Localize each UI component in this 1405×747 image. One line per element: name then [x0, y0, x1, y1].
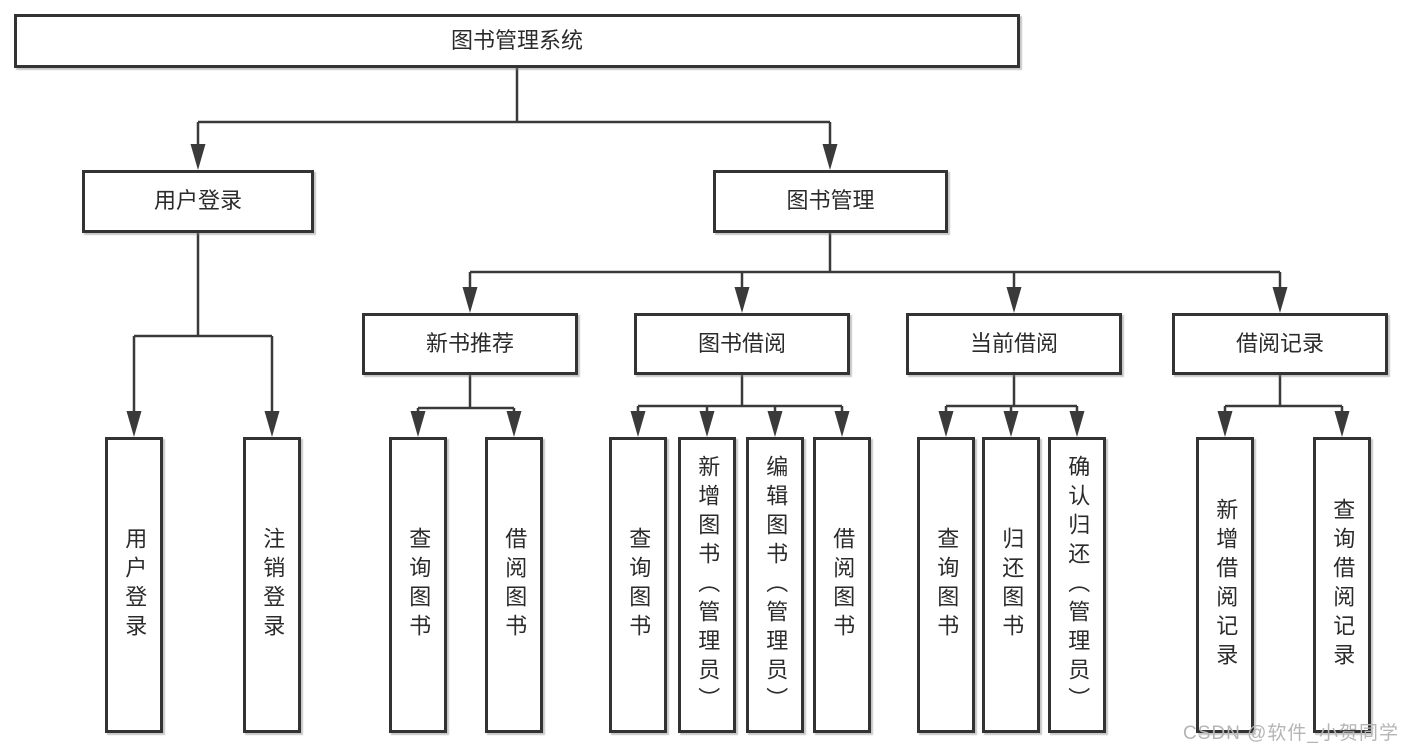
node-label: 借阅图书 — [502, 527, 528, 643]
node-new-book-recommendation: 新书推荐 — [362, 313, 578, 375]
node-user-login: 用户登录 — [82, 170, 314, 233]
arrow-down-icon — [734, 287, 750, 313]
arrow-down-icon — [506, 411, 522, 437]
node-current-borrowing: 当前借阅 — [906, 313, 1122, 375]
node-borrow-books-recommend: 借阅图书 — [485, 437, 543, 733]
node-query-borrow-record: 查询借阅记录 — [1313, 437, 1371, 733]
node-label: 注销登录 — [260, 527, 286, 643]
arrow-down-icon — [630, 411, 646, 437]
arrow-down-icon — [462, 287, 478, 313]
node-confirm-return-admin: 确认归还（管理员） — [1048, 437, 1106, 733]
arrow-down-icon — [1069, 411, 1085, 437]
node-label: 图书管理系统 — [450, 27, 583, 53]
arrow-down-icon — [1334, 411, 1350, 437]
connector-userlogin-to-leaves — [126, 233, 280, 437]
node-label: 查询图书 — [626, 527, 652, 643]
node-query-books-current: 查询图书 — [917, 437, 975, 733]
arrow-down-icon — [1217, 411, 1233, 437]
arrow-down-icon — [938, 411, 954, 437]
node-label: 查询图书 — [934, 527, 960, 643]
connector-current-to-leaves — [938, 375, 1085, 437]
node-query-books-recommend: 查询图书 — [389, 437, 447, 733]
node-label: 编辑图书（管理员） — [763, 454, 789, 716]
node-label: 确认归还（管理员） — [1065, 454, 1091, 716]
arrow-down-icon — [699, 411, 715, 437]
node-return-books: 归还图书 — [982, 437, 1040, 733]
node-add-borrow-record: 新增借阅记录 — [1196, 437, 1254, 733]
arrow-down-icon — [767, 411, 783, 437]
node-label: 借阅图书 — [830, 527, 856, 643]
node-edit-books-admin: 编辑图书（管理员） — [746, 437, 804, 733]
node-label: 查询图书 — [406, 527, 432, 643]
arrow-down-icon — [126, 411, 142, 437]
node-logout: 注销登录 — [243, 437, 301, 733]
node-add-books-admin: 新增图书（管理员） — [678, 437, 736, 733]
node-label: 当前借阅 — [969, 330, 1058, 356]
node-label: 用户登录 — [153, 188, 242, 214]
node-label: 查询借阅记录 — [1330, 498, 1356, 672]
node-label: 图书借阅 — [697, 330, 786, 356]
arrow-down-icon — [264, 411, 280, 437]
csdn-watermark: CSDN @软件_小贺同学 — [1183, 723, 1399, 744]
connector-borrowing-to-leaves — [630, 375, 850, 437]
arrow-down-icon — [1003, 411, 1019, 437]
node-borrowing-records: 借阅记录 — [1172, 313, 1388, 375]
node-label: 新增借阅记录 — [1213, 498, 1239, 672]
node-label: 新增图书（管理员） — [695, 454, 721, 716]
node-book-borrowing: 图书借阅 — [634, 313, 850, 375]
node-borrow-books: 借阅图书 — [813, 437, 871, 733]
arrow-down-icon — [822, 144, 838, 170]
node-label: 图书管理 — [786, 188, 875, 214]
arrow-down-icon — [1006, 287, 1022, 313]
arrow-down-icon — [410, 411, 426, 437]
arrow-down-icon — [190, 144, 206, 170]
node-library-management-system: 图书管理系统 — [14, 14, 1020, 68]
node-label: 归还图书 — [999, 527, 1025, 643]
node-label: 用户登录 — [122, 527, 148, 643]
node-user-login-leaf: 用户登录 — [105, 437, 163, 733]
connector-root-to-level2 — [190, 68, 838, 170]
connector-records-to-leaves — [1217, 375, 1350, 437]
arrow-down-icon — [834, 411, 850, 437]
node-book-management: 图书管理 — [713, 170, 948, 233]
node-query-books-borrowing: 查询图书 — [609, 437, 667, 733]
arrow-down-icon — [1272, 287, 1288, 313]
node-label: 新书推荐 — [425, 330, 514, 356]
node-label: 借阅记录 — [1235, 330, 1324, 356]
connector-recommend-to-leaves — [410, 375, 522, 437]
connector-bookmgmt-to-level3 — [462, 233, 1288, 313]
